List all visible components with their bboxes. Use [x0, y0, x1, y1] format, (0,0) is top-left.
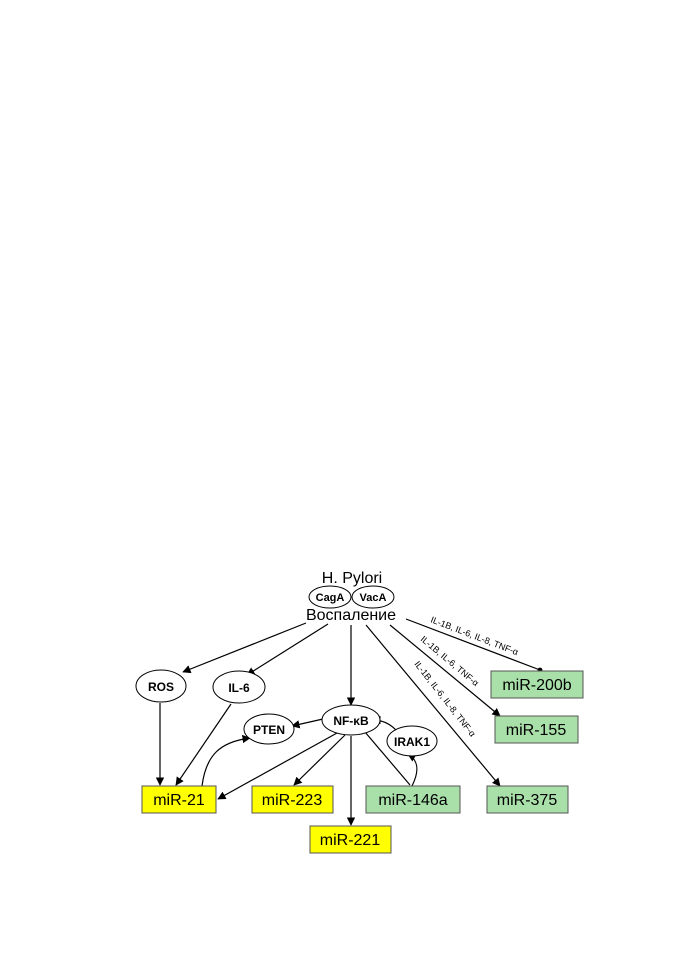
mir200b-label: miR-200b [502, 677, 571, 694]
edge-inflammation-ros [182, 622, 307, 674]
mir21-box: miR-21 [141, 785, 217, 814]
edge-inflammation-mir200b [405, 618, 543, 673]
mir221-box: miR-221 [309, 825, 392, 854]
header-title: H. Pylori [322, 570, 382, 587]
nfkb-node: NF-κB [321, 704, 381, 736]
edge-inflammation-mir155 [389, 624, 501, 717]
mir221-label: miR-221 [320, 832, 381, 849]
mir223-box: miR-223 [251, 785, 334, 814]
inflammation-label: Воспаление [306, 607, 396, 624]
mir200b-box: miR-200b [490, 670, 584, 699]
edge-nfkb-mir21 [217, 732, 338, 800]
mir146a-label: miR-146a [378, 792, 447, 809]
edge-inflammation-mir375 [365, 624, 501, 787]
irak1-node: IRAK1 [386, 725, 438, 757]
mir223-label: miR-223 [262, 792, 323, 809]
mir21-label: miR-21 [153, 792, 205, 809]
pten-node: PTEN [243, 713, 295, 745]
edge-nfkb-mir223 [293, 734, 346, 786]
edge-inflammation-il6 [246, 623, 329, 676]
pten-label: PTEN [253, 723, 285, 737]
vacA-node: VacA [351, 585, 395, 609]
il6-label: IL-6 [228, 681, 250, 695]
mir375-box: miR-375 [486, 785, 569, 814]
vacA-label: VacA [360, 592, 387, 604]
irak1-label: IRAK1 [394, 735, 430, 749]
mir146a-box: miR-146a [365, 785, 461, 814]
nfkb-label: NF-κB [333, 714, 369, 728]
cagA-node: CagA [308, 585, 352, 609]
cagA-label: CagA [316, 592, 345, 604]
ros-node: ROS [135, 669, 187, 703]
mir375-label: miR-375 [497, 792, 558, 809]
edge-il6-mir21 [175, 703, 232, 786]
edge-mir21-pten [201, 734, 251, 787]
edge-nfkb-mir146a [364, 731, 411, 786]
mir155-box: miR-155 [494, 715, 579, 744]
edge-mir146a-irak1 [407, 753, 418, 787]
mir155-label: miR-155 [506, 722, 567, 739]
ros-label: ROS [148, 680, 174, 694]
il6-node: IL-6 [212, 670, 266, 704]
edge-nfkb-pten [291, 718, 324, 729]
